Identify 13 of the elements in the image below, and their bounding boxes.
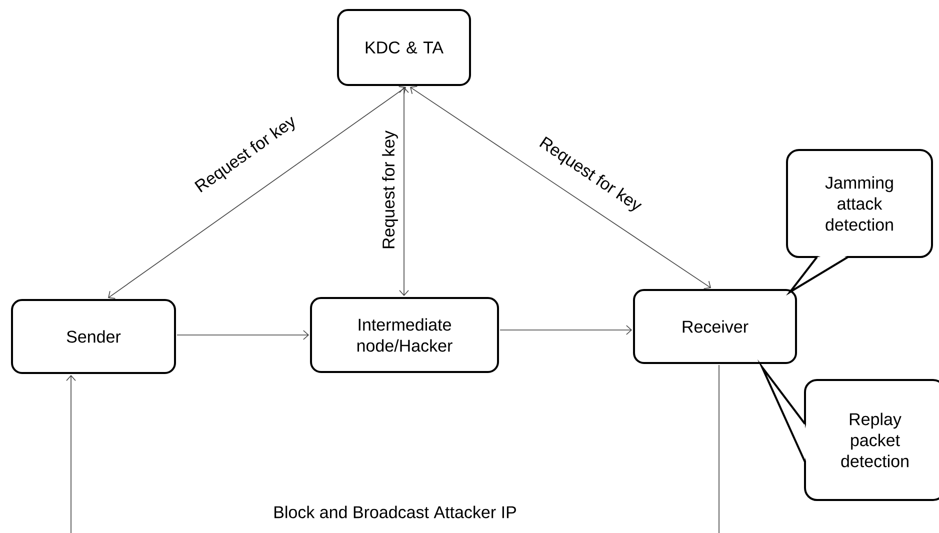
arrow (176, 330, 309, 340)
arrow (410, 86, 712, 290)
process-box: Sender (11, 299, 176, 374)
arrow (66, 364, 720, 533)
process-box: KDC & TA (337, 9, 471, 86)
process-box: Intermediate node/Hacker (310, 297, 499, 373)
arrow (108, 86, 406, 299)
arrow (500, 325, 632, 335)
edge-label: Request for key (382, 130, 398, 248)
edge-label: Block and Broadcast Attacker IP (274, 506, 516, 518)
process-box: Receiver (633, 289, 797, 364)
arrow (399, 87, 409, 296)
callout-bubble: Jamming attack detection (786, 149, 934, 296)
